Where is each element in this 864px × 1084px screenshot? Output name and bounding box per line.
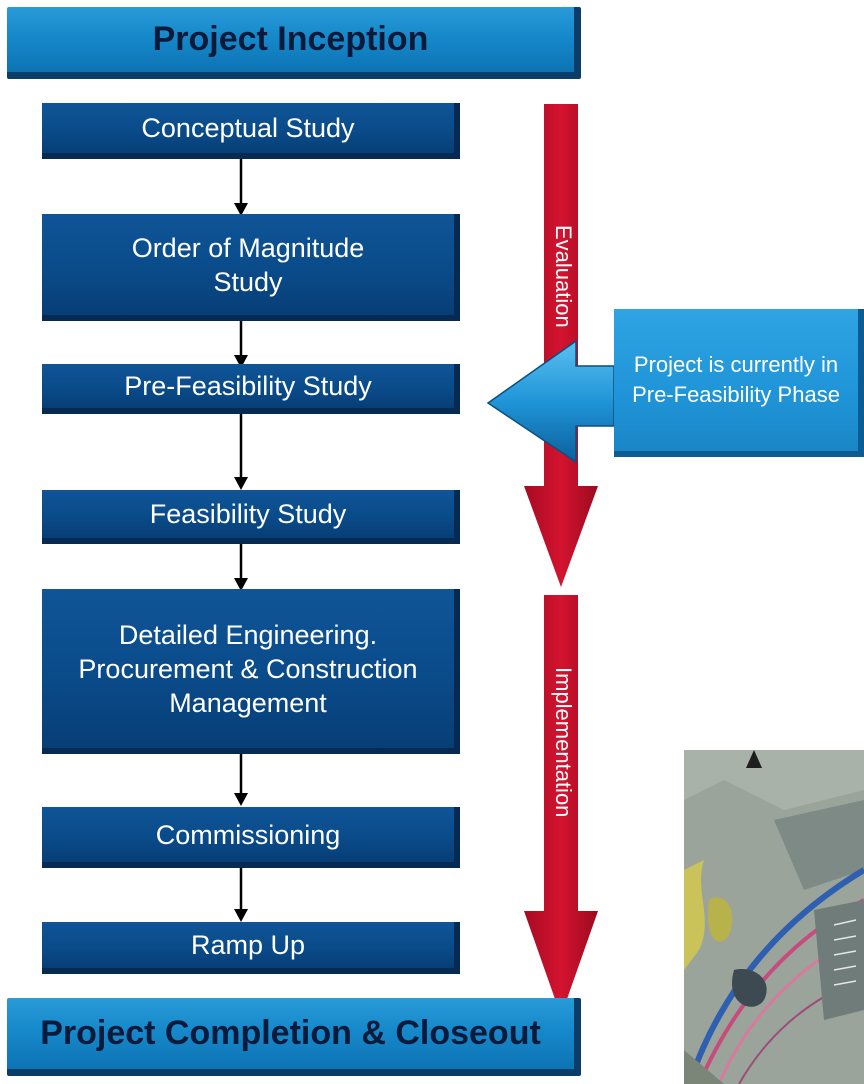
stage-pre-feasibility-study: Pre-Feasibility Study xyxy=(42,364,460,414)
stage-conceptual-study: Conceptual Study xyxy=(42,103,460,159)
current-phase-callout: Project is currently in Pre-Feasibility … xyxy=(614,309,864,457)
stage-ramp-up: Ramp Up xyxy=(42,922,460,974)
connector-arrowhead xyxy=(234,793,248,806)
connector-arrowhead xyxy=(234,578,248,591)
stage-commissioning: Commissioning xyxy=(42,807,460,868)
stage-feasibility-study: Feasibility Study xyxy=(42,490,460,544)
project-completion-banner: Project Completion & Closeout xyxy=(7,998,581,1076)
aerial-map-image xyxy=(684,750,864,1084)
implementation-arrow xyxy=(524,595,598,1016)
evaluation-label: Evaluation xyxy=(551,225,576,328)
connector-arrowhead xyxy=(234,477,248,490)
project-inception-banner: Project Inception xyxy=(7,7,581,79)
current-phase-pointer-arrow xyxy=(486,339,615,464)
connector-arrowhead xyxy=(234,909,248,922)
connector-arrowhead xyxy=(234,355,248,368)
stage-order-of-magnitude-study: Order of Magnitude Study xyxy=(42,214,460,321)
stage-detailed-engineering: Detailed Engineering. Procurement & Cons… xyxy=(42,589,460,754)
evaluation-arrow xyxy=(524,104,598,587)
connector-arrowhead xyxy=(234,203,248,216)
implementation-label: Implementation xyxy=(551,667,576,818)
